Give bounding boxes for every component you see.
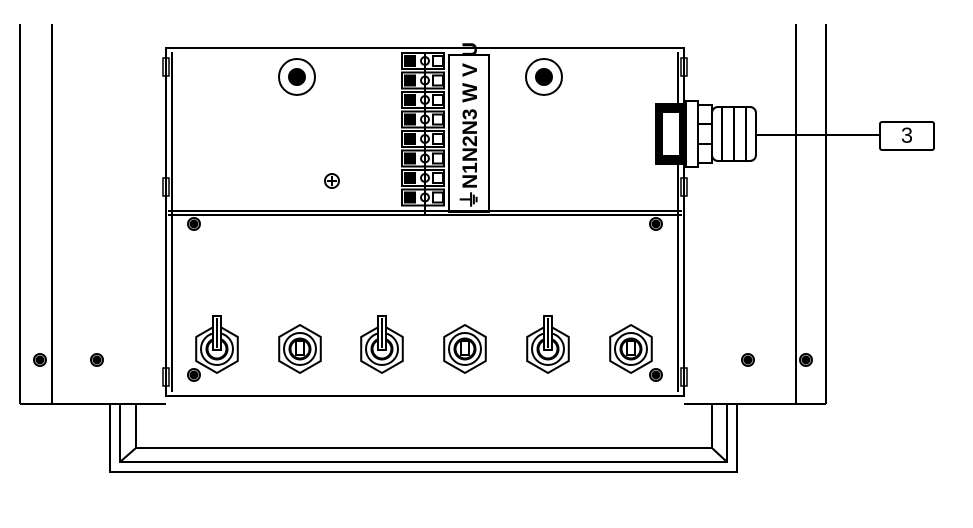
screw-terminal-icon [401, 110, 445, 129]
toggle-switch-icon [526, 315, 570, 375]
terminal-block [401, 52, 445, 214]
base-handle [109, 404, 738, 473]
screw-icon [90, 353, 104, 367]
screw-terminal-icon [401, 169, 445, 187]
right-side-wall [684, 24, 827, 405]
screw-terminal-icon [401, 91, 445, 109]
screw-icon [187, 368, 201, 382]
screw-terminal-icon [401, 130, 445, 148]
left-side-wall [19, 24, 166, 405]
switch-row [195, 315, 653, 375]
terminal-label-strip [448, 54, 490, 213]
terminal-labels: ⏚N1N2N3 W V U [459, 42, 482, 210]
screw-terminal-icon [401, 71, 445, 90]
screw-terminal-icon [401, 188, 445, 207]
toggle-switch-icon [443, 323, 487, 375]
mounting-hole-left [278, 58, 316, 96]
screw-icon [649, 368, 663, 382]
box-clips [162, 57, 688, 387]
screw-icon [799, 353, 813, 367]
toggle-switch-icon [195, 315, 239, 375]
screw-icon [33, 353, 47, 367]
screw-icon [324, 173, 340, 189]
callout-3: 3 [879, 121, 935, 151]
toggle-switch-icon [278, 323, 322, 375]
screw-terminal-icon [401, 149, 445, 168]
toggle-switch-icon [609, 323, 653, 375]
screw-icon [741, 353, 755, 367]
cable-gland-icon [655, 100, 757, 168]
screw-terminal-icon [401, 52, 445, 70]
toggle-switch-icon [360, 315, 404, 375]
panel-screws [33, 217, 813, 382]
mounting-hole-right [525, 58, 563, 96]
screw-icon [187, 217, 201, 231]
screw-icon [649, 217, 663, 231]
